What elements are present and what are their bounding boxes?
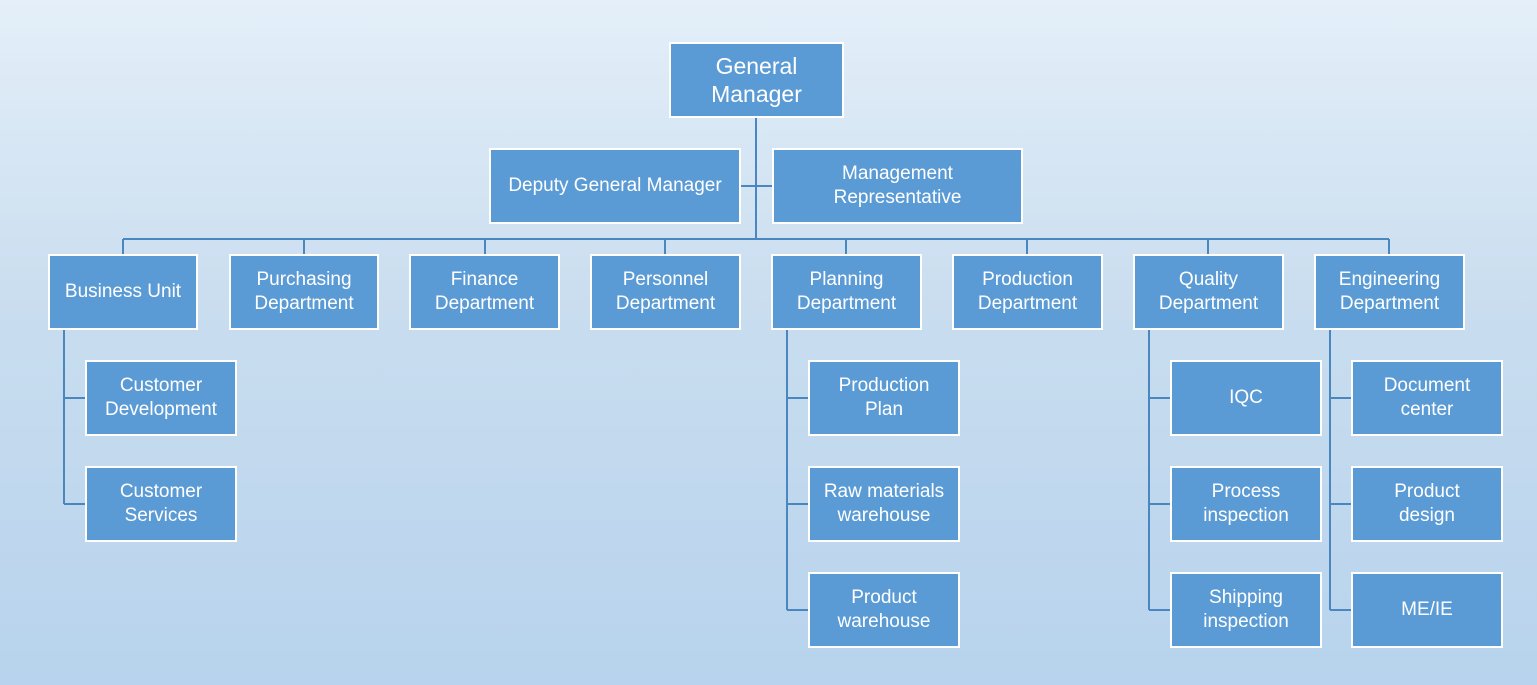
node-customer-services: Customer Services — [85, 466, 237, 542]
node-production-plan: Production Plan — [808, 360, 960, 436]
node-label: Customer Development — [105, 375, 217, 420]
node-customer-development: Customer Development — [85, 360, 237, 436]
node-label: Quality Department — [1158, 269, 1259, 314]
node-label: ME/IE — [1401, 599, 1453, 620]
node-label: Production Department — [977, 269, 1078, 314]
node-label: Document center — [1383, 375, 1471, 420]
node-label: Product warehouse — [837, 587, 931, 632]
node-finance-department: Finance Department — [409, 254, 560, 330]
node-business-unit: Business Unit — [48, 254, 198, 330]
node-label: Management Representative — [833, 163, 962, 208]
node-process-inspection: Process inspection — [1170, 466, 1322, 542]
node-purchasing-department: Purchasing Department — [229, 254, 379, 330]
node-planning-department: Planning Department — [771, 254, 922, 330]
node-personnel-department: Personnel Department — [590, 254, 741, 330]
node-deputy-general-manager: Deputy General Manager — [489, 148, 741, 224]
node-label: Purchasing Department — [254, 269, 354, 314]
node-label: Production Plan — [838, 375, 930, 420]
node-management-representative: Management Representative — [772, 148, 1023, 224]
node-general-manager: General Manager — [669, 42, 844, 118]
node-label: Engineering Department — [1338, 269, 1441, 314]
node-raw-materials-warehouse: Raw materials warehouse — [808, 466, 960, 542]
node-label: Business Unit — [64, 281, 182, 302]
node-engineering-department: Engineering Department — [1314, 254, 1465, 330]
node-me-ie: ME/IE — [1351, 572, 1503, 648]
node-production-department: Production Department — [952, 254, 1103, 330]
node-product-design: Product design — [1351, 466, 1503, 542]
node-iqc: IQC — [1170, 360, 1322, 436]
node-label: Product design — [1394, 481, 1460, 526]
node-shipping-inspection: Shipping inspection — [1170, 572, 1322, 648]
node-product-warehouse: Product warehouse — [808, 572, 960, 648]
node-label: Deputy General Manager — [508, 175, 722, 196]
node-label: Finance Department — [434, 269, 535, 314]
node-label: Planning Department — [796, 269, 897, 314]
node-quality-department: Quality Department — [1133, 254, 1284, 330]
node-label: Raw materials warehouse — [823, 481, 945, 526]
node-label: Shipping inspection — [1203, 587, 1289, 632]
node-label: Process inspection — [1203, 481, 1289, 526]
node-label: IQC — [1229, 387, 1263, 408]
node-label: Personnel Department — [615, 269, 716, 314]
node-label: Customer Services — [119, 481, 203, 526]
node-label: General Manager — [711, 53, 802, 107]
node-document-center: Document center — [1351, 360, 1503, 436]
